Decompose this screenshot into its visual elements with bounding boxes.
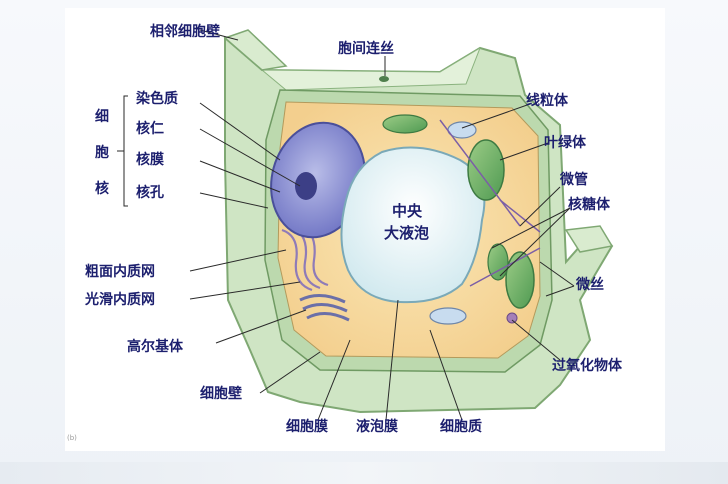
label-tonoplast: 液泡膜 <box>356 418 398 435</box>
label-cell-membrane: 细胞膜 <box>286 418 328 435</box>
figure-tag: (b) <box>67 434 77 442</box>
diagram-panel: 相邻细胞壁 胞间连丝 线粒体 叶绿体 微管 核糖体 微丝 过氧化物体 中央 大液… <box>65 8 665 451</box>
chloroplast-shape <box>468 140 504 200</box>
mitochondrion-shape-2 <box>430 308 466 324</box>
label-nucleus-char-1: 细 <box>95 108 109 125</box>
label-chromatin: 染色质 <box>136 90 178 107</box>
label-vacuole-line2: 大液泡 <box>384 224 429 242</box>
label-chloroplast: 叶绿体 <box>544 134 587 151</box>
label-adjacent-cell-wall: 相邻细胞壁 <box>150 23 220 40</box>
label-nuclear-pore: 核孔 <box>136 184 164 201</box>
label-smooth-er: 光滑内质网 <box>84 291 155 308</box>
label-ribosome: 核糖体 <box>568 196 611 213</box>
label-mitochondria: 线粒体 <box>526 92 569 109</box>
label-vacuole-line1: 中央 <box>392 202 423 220</box>
nucleus-bracket <box>124 96 128 206</box>
chloroplast-shape-4 <box>383 115 427 133</box>
label-plasmodesmata: 胞间连丝 <box>337 40 394 57</box>
plasmodesmata-mark <box>379 76 389 82</box>
peroxisome-shape <box>507 313 517 323</box>
label-rough-er: 粗面内质网 <box>85 263 155 280</box>
label-microfilament: 微丝 <box>575 276 604 293</box>
label-cytoplasm: 细胞质 <box>440 418 482 435</box>
chloroplast-shape-2 <box>506 252 534 308</box>
label-nucleolus: 核仁 <box>136 120 164 137</box>
label-microtubule: 微管 <box>559 171 588 188</box>
label-peroxisome: 过氧化物体 <box>552 357 623 374</box>
label-nucleus-char-2: 胞 <box>94 144 109 161</box>
label-nuclear-envelope: 核膜 <box>136 151 164 168</box>
plant-cell-diagram: 相邻细胞壁 胞间连丝 线粒体 叶绿体 微管 核糖体 微丝 过氧化物体 中央 大液… <box>65 8 665 451</box>
label-cell-wall: 细胞壁 <box>200 385 242 402</box>
label-golgi: 高尔基体 <box>127 338 184 355</box>
nucleolus-shape <box>295 172 317 200</box>
label-nucleus-char-3: 核 <box>95 180 109 197</box>
bottom-decoration <box>0 462 728 484</box>
